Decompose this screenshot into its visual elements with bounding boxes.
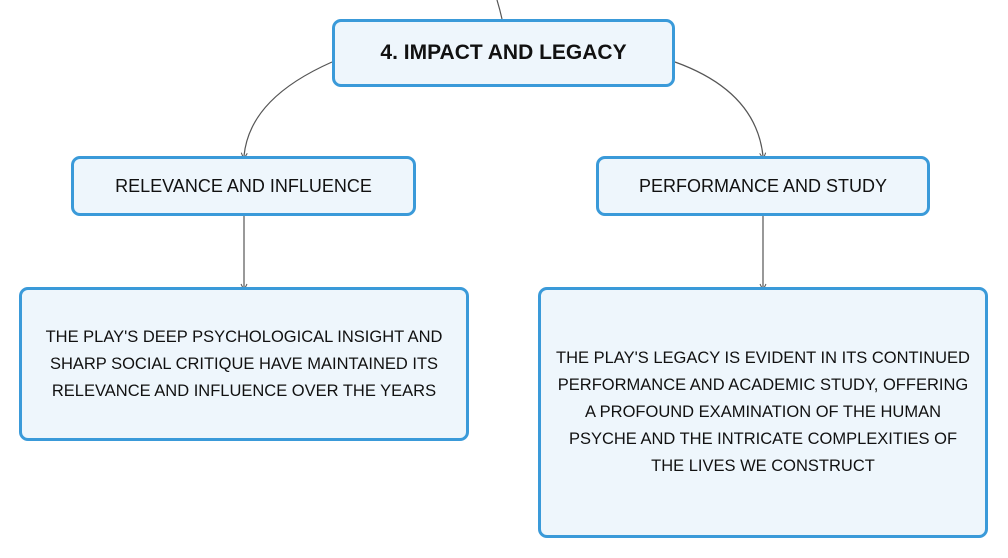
connector-root-to-performance xyxy=(674,61,763,156)
detail-node-relevance[interactable]: THE PLAY'S DEEP PSYCHOLOGICAL INSIGHT AN… xyxy=(19,287,469,441)
incoming-connector xyxy=(496,0,503,20)
detail-text-performance: THE PLAY'S LEGACY IS EVIDENT IN ITS CONT… xyxy=(556,349,970,475)
connector-root-to-relevance xyxy=(244,61,333,156)
topic-label-relevance: RELEVANCE AND INFLUENCE xyxy=(115,175,372,196)
detail-text-relevance: THE PLAY'S DEEP PSYCHOLOGICAL INSIGHT AN… xyxy=(45,327,443,400)
root-node-label: 4. IMPACT AND LEGACY xyxy=(380,41,627,64)
root-node[interactable]: 4. IMPACT AND LEGACY xyxy=(332,19,675,87)
topic-node-relevance[interactable]: RELEVANCE AND INFLUENCE xyxy=(71,156,416,216)
topic-node-performance[interactable]: PERFORMANCE AND STUDY xyxy=(596,156,930,216)
topic-label-performance: PERFORMANCE AND STUDY xyxy=(638,175,888,196)
detail-node-performance[interactable]: THE PLAY'S LEGACY IS EVIDENT IN ITS CONT… xyxy=(538,287,988,538)
